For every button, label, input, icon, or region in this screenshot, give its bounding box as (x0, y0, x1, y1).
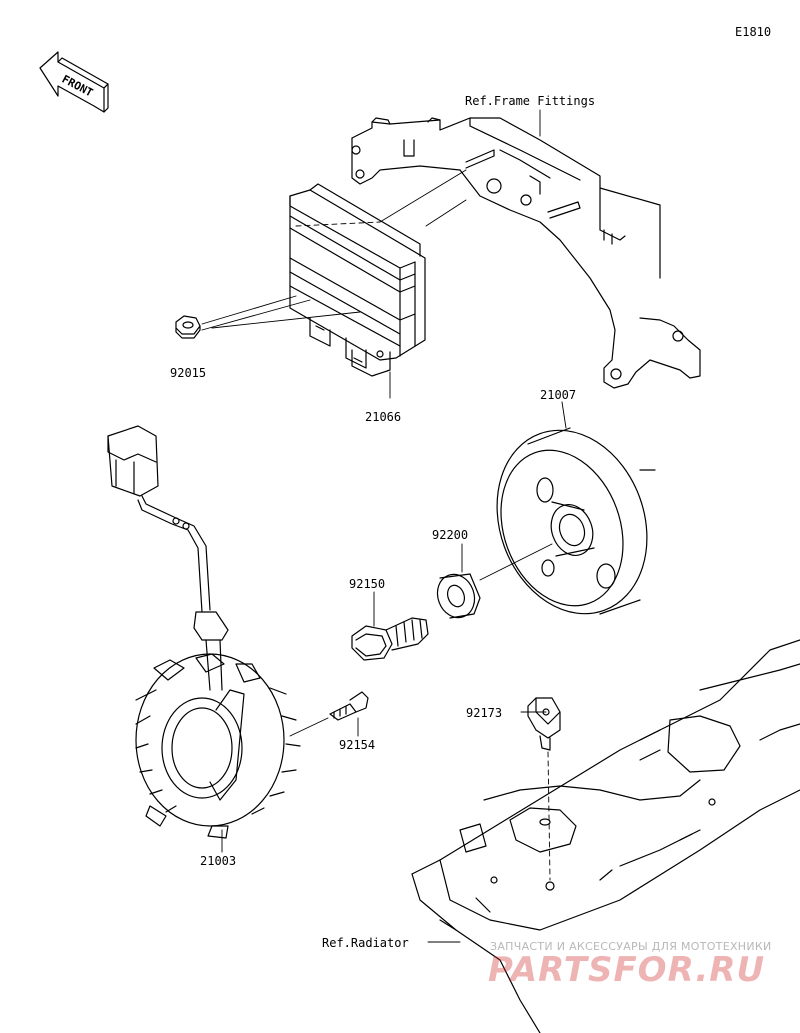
bolt-92150 (351, 617, 429, 661)
part-label-92015: 92015 (170, 366, 207, 380)
part-label-92200: 92200 (432, 528, 469, 542)
sensor-92173 (527, 697, 561, 751)
ref-radiator-label: Ref.Radiator (322, 936, 409, 950)
diagram-code: E1810 (735, 25, 772, 39)
rotor-flywheel (496, 427, 656, 615)
engine-housing (411, 639, 800, 1033)
front-arrow-icon (39, 51, 109, 113)
part-label-92150: 92150 (349, 577, 386, 591)
regulator-rectifier (289, 183, 426, 377)
part-label-21066: 21066 (365, 410, 402, 424)
leader-lines (201, 109, 567, 943)
dashed-guides (295, 221, 551, 881)
stator-coil (135, 653, 301, 839)
front-label: FRONT (60, 72, 96, 99)
watermark-site: PARTSFOR.RU (488, 950, 766, 990)
screw-92154 (329, 691, 369, 721)
part-label-21007: 21007 (540, 388, 577, 402)
watermark-tagline: ЗАПЧАСТИ И АКСЕССУАРЫ ДЛЯ МОТОТЕХНИКИ (490, 940, 772, 953)
nut-92015 (175, 315, 201, 339)
washer-92200 (436, 573, 481, 619)
part-label-92173: 92173 (466, 706, 503, 720)
part-label-92154: 92154 (339, 738, 376, 752)
wire-harness (107, 425, 229, 691)
part-label-21003: 21003 (200, 854, 237, 868)
ref-frame-fittings-label: Ref.Frame Fittings (465, 94, 596, 108)
frame-bracket (351, 117, 701, 389)
